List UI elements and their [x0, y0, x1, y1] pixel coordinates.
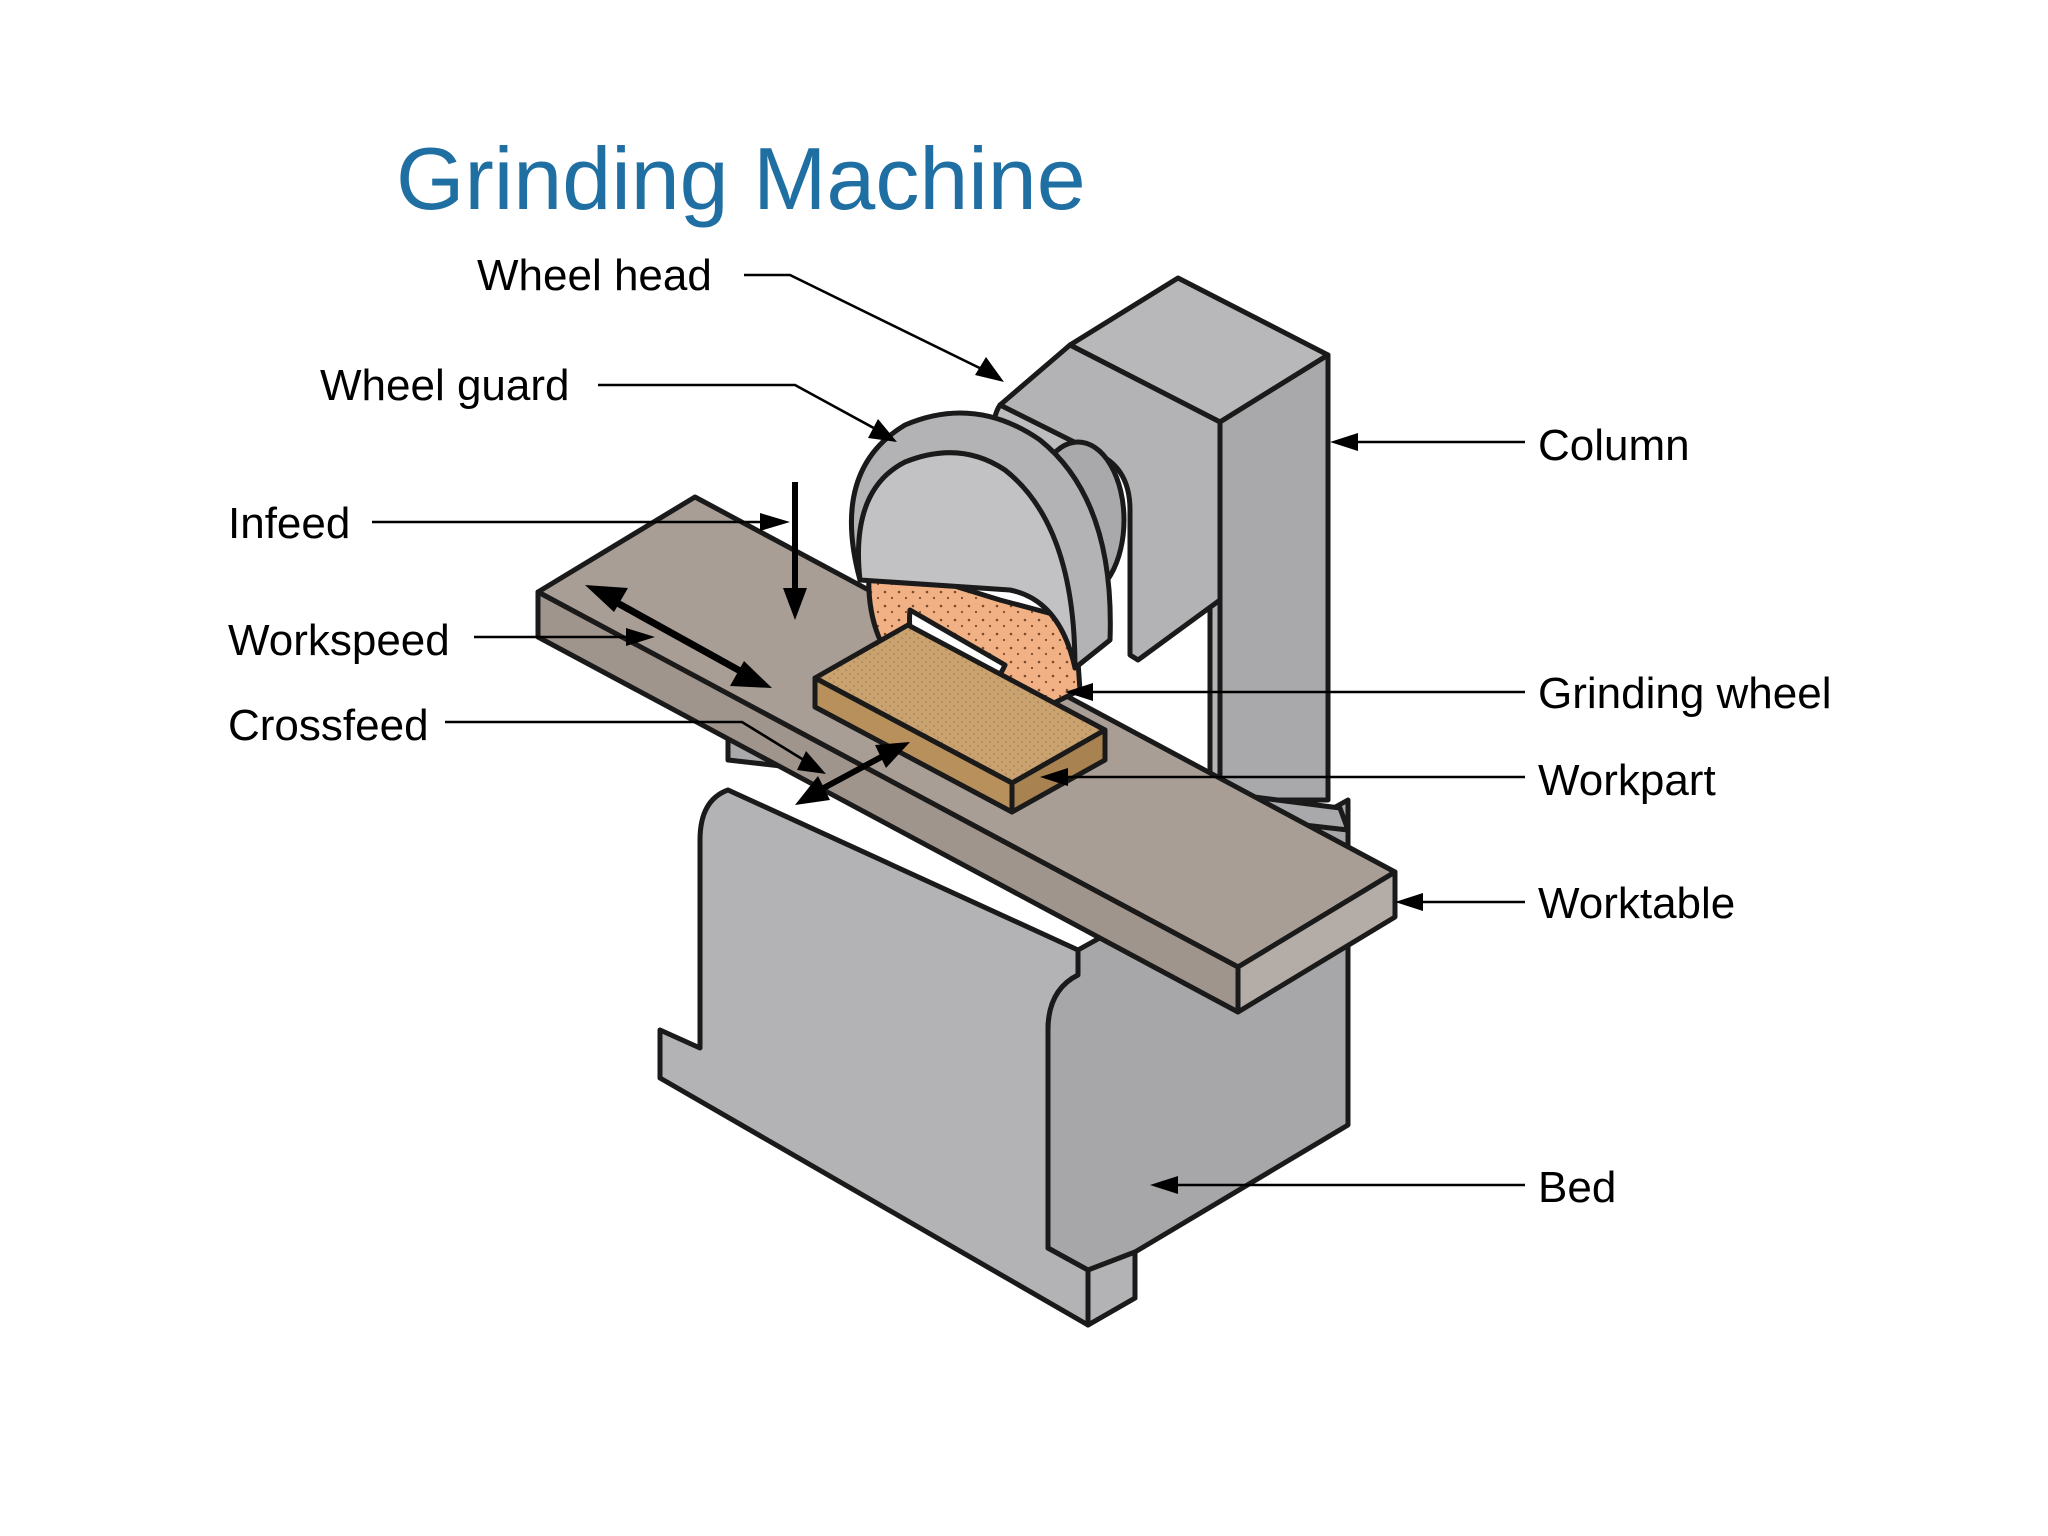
- workspeed-arrow: [585, 585, 772, 688]
- label-bed: Bed: [1538, 1163, 1616, 1212]
- label-column: Column: [1538, 421, 1690, 470]
- diagram-title: Grinding Machine: [396, 129, 1086, 228]
- label-worktable: Worktable: [1538, 879, 1735, 928]
- label-workspeed: Workspeed: [228, 616, 450, 665]
- labels: Wheel head Wheel guard Infeed Workspeed …: [228, 251, 1832, 1212]
- leader-lines: [372, 273, 1525, 1194]
- wheel-head-leader: [744, 273, 1001, 380]
- infeed-arrow: [783, 482, 807, 620]
- crossfeed-arrow: [795, 742, 910, 805]
- wheel-guard-leader: [598, 383, 893, 440]
- label-wheel-head: Wheel head: [477, 251, 712, 300]
- label-workpart: Workpart: [1538, 756, 1716, 805]
- worktable-end: [1235, 869, 1398, 1015]
- crossfeed-leader: [445, 720, 821, 772]
- label-infeed: Infeed: [228, 499, 350, 548]
- workpart: [812, 622, 1108, 815]
- label-crossfeed: Crossfeed: [228, 701, 429, 750]
- workpart-side: [1009, 727, 1108, 815]
- label-wheel-guard: Wheel guard: [320, 361, 569, 410]
- bed-foot: [1085, 1249, 1138, 1328]
- wheel-guard: [848, 410, 1113, 671]
- column-side: [1217, 352, 1331, 803]
- wheel-guard-front: [855, 450, 1078, 671]
- label-grinding-wheel: Grinding wheel: [1538, 669, 1832, 718]
